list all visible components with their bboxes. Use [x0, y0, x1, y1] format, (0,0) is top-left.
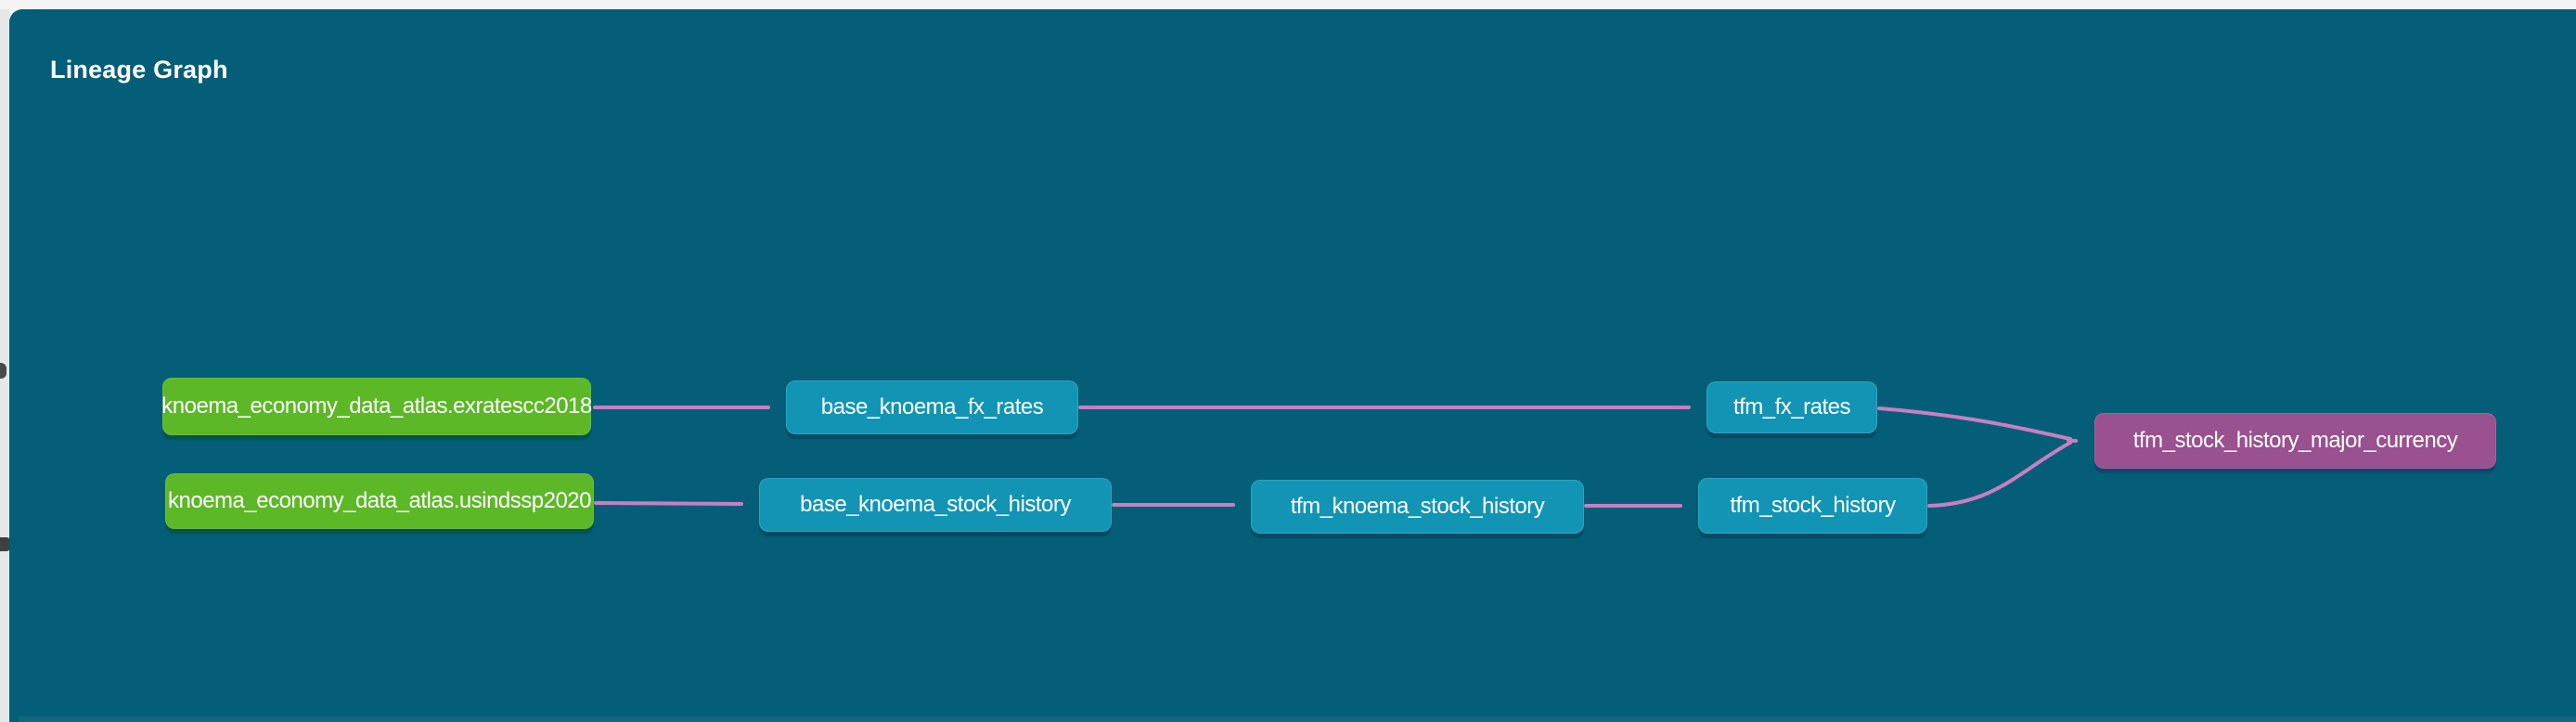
node-tfm-fx-rates[interactable]: tfm_fx_rates [1707, 381, 1877, 433]
page-behind-gutter [0, 9, 10, 722]
page-title: Lineage Graph [50, 56, 228, 84]
node-knoema-economy-data-atlas-usindssp2020[interactable]: knoema_economy_data_atlas.usindssp2020 [165, 473, 594, 529]
node-base-knoema-stock-history[interactable]: base_knoema_stock_history [759, 478, 1112, 532]
lineage-graph-panel: Lineage Graph [9, 9, 2576, 722]
node-tfm-knoema-stock-history[interactable]: tfm_knoema_stock_history [1251, 480, 1584, 534]
page-behind-text-fragment [0, 537, 10, 551]
node-knoema-economy-data-atlas-exratescc2018[interactable]: knoema_economy_data_atlas.exratescc2018 [161, 378, 592, 435]
panel-footer-bar [19, 716, 2576, 722]
node-tfm-stock-history-major-currency[interactable]: tfm_stock_history_major_currency [2094, 413, 2496, 469]
page-behind-text-fragment [0, 363, 6, 379]
node-base-knoema-fx-rates[interactable]: base_knoema_fx_rates [786, 380, 1078, 434]
node-tfm-stock-history[interactable]: tfm_stock_history [1698, 478, 1927, 534]
